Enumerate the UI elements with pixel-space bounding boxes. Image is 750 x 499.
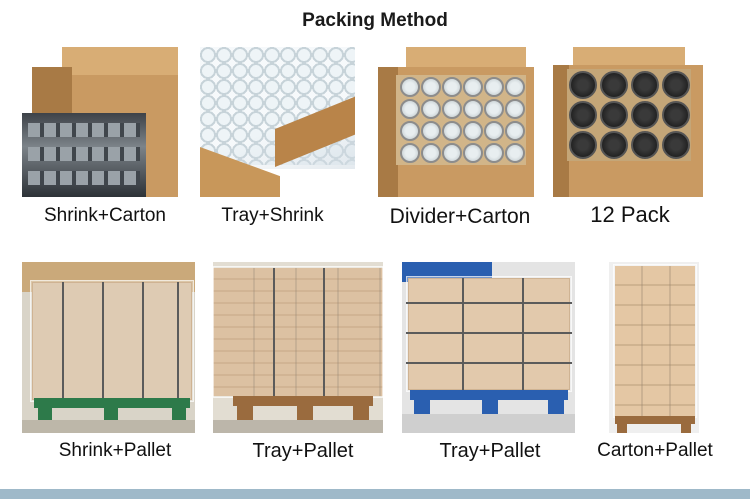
photo-shrink-carton xyxy=(22,47,178,197)
photo-shrink-pallet xyxy=(22,262,195,433)
photo-tray-shrink xyxy=(200,47,355,197)
caption-carton-pallet: Carton+Pallet xyxy=(597,440,713,461)
caption-divider-carton: Divider+Carton xyxy=(389,205,531,228)
photo-divider-carton xyxy=(378,47,534,197)
caption-shrink-carton: Shrink+Carton xyxy=(44,205,166,226)
caption-12-pack: 12 Pack xyxy=(590,202,670,227)
photo-tray-pallet-1 xyxy=(213,262,383,433)
caption-tray-pallet-2: Tray+Pallet xyxy=(439,440,541,462)
page-title: Packing Method xyxy=(302,10,448,31)
bottom-bar xyxy=(0,489,750,499)
caption-tray-shrink: Tray+Shrink xyxy=(221,205,324,226)
photo-carton-pallet xyxy=(609,262,699,433)
photo-12-pack xyxy=(553,47,703,197)
caption-shrink-pallet: Shrink+Pallet xyxy=(58,440,172,461)
caption-tray-pallet-1: Tray+Pallet xyxy=(252,440,354,462)
photo-tray-pallet-2 xyxy=(402,262,575,433)
